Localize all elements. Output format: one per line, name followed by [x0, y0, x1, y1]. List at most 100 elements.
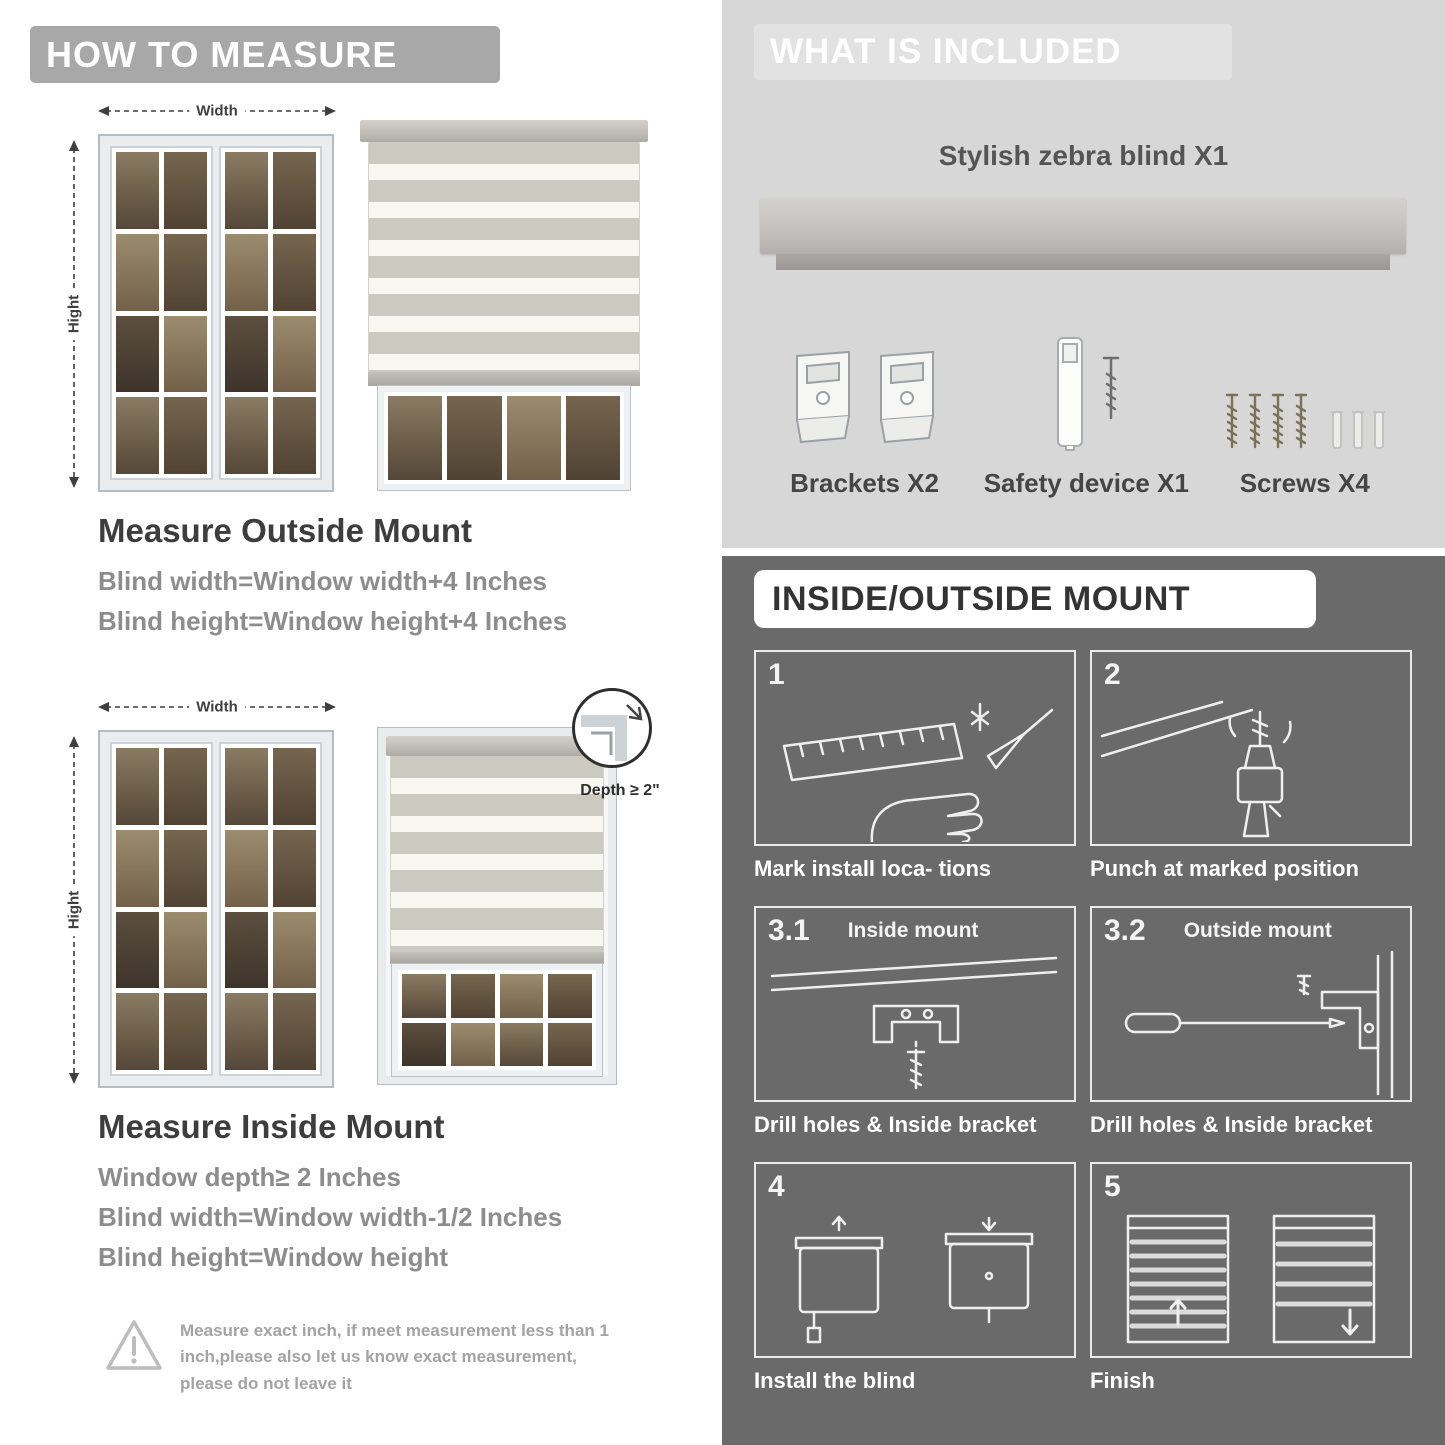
blind-bottomrail	[368, 372, 640, 386]
height-label: Hight	[65, 287, 83, 341]
width-label: Width	[189, 102, 245, 120]
what-is-included-header: WHAT IS INCLUDED	[754, 24, 1232, 80]
screw-icon	[1294, 393, 1307, 449]
install-blind-icon	[794, 1215, 1034, 1344]
window-pane	[225, 397, 268, 474]
window-pane	[273, 993, 316, 1070]
mark-location-icon	[782, 702, 1054, 842]
height-arrow: Hight	[65, 140, 83, 488]
window-pane	[116, 993, 159, 1070]
window-pane	[116, 829, 159, 907]
window-pane	[402, 974, 446, 1018]
step-2: 2	[1090, 650, 1412, 882]
step-panel: 4	[754, 1162, 1076, 1358]
window-pane	[450, 1022, 495, 1066]
bracket-icons	[787, 322, 943, 454]
window-corner-icon	[581, 704, 643, 761]
what-is-included-section: WHAT IS INCLUDED Stylish zebra blind X1	[722, 0, 1445, 548]
blind-bottomrail	[390, 952, 604, 964]
window-pane	[565, 396, 620, 480]
mount-steps-grid: 1 Mark install loca-	[754, 650, 1412, 1394]
inside-bracket-icon	[770, 956, 1058, 1090]
what-is-included-title: WHAT IS INCLUDED	[770, 32, 1122, 71]
window-sash	[388, 396, 620, 480]
window-under-blind	[391, 963, 603, 1077]
step-caption: Drill holes & Inside bracket	[1090, 1112, 1373, 1137]
step-panel: 3.2 Outside mount	[1090, 906, 1412, 1102]
step-caption: Punch at marked position	[1090, 856, 1359, 881]
safety-device-label: Safety device X1	[983, 468, 1189, 498]
inside-height-formula: Blind height=Window height	[98, 1242, 448, 1272]
blind-fabric	[368, 142, 640, 372]
window-sash	[219, 146, 322, 480]
window-pane	[499, 974, 544, 1018]
window-pane	[164, 993, 207, 1070]
how-to-measure-header: HOW TO MEASURE	[30, 26, 500, 83]
window-pane	[273, 152, 316, 229]
step-title: Inside mount	[847, 919, 979, 942]
mount-instructions-section: INSIDE/OUTSIDE MOUNT 1	[722, 556, 1445, 1445]
window-pane	[225, 315, 268, 393]
step-number: 5	[1104, 1170, 1121, 1203]
outside-height-formula: Blind height=Window height+4 Inches	[98, 606, 568, 636]
window-pane	[447, 396, 502, 480]
blind-headrail	[360, 120, 648, 142]
step-number: 3.1	[768, 914, 810, 947]
window-pane	[116, 233, 159, 311]
safety-device-icon	[1057, 337, 1120, 451]
step-5: 5	[1090, 1162, 1412, 1394]
window-pane	[116, 748, 159, 825]
screw-icons	[1224, 322, 1386, 454]
step-number: 2	[1104, 658, 1121, 691]
blind-fabric	[390, 756, 604, 952]
depth-detail-callout	[572, 688, 652, 768]
step-panel: 2	[1090, 650, 1412, 846]
window-pane	[506, 396, 561, 480]
window-pane	[164, 315, 207, 393]
window-pane	[273, 748, 316, 825]
inside-depth-formula: Window depth≥ 2 Inches	[98, 1162, 401, 1192]
step-panel: 5	[1090, 1162, 1412, 1358]
width-arrow: Width	[98, 698, 336, 716]
screw-icon	[1225, 393, 1238, 449]
height-label: Hight	[65, 883, 83, 937]
window-pane	[225, 829, 268, 907]
window-pane	[225, 748, 268, 825]
window-sash	[219, 742, 322, 1076]
wall-anchor-icon	[1351, 411, 1364, 449]
included-item-safety-device: Safety device X1	[977, 322, 1195, 499]
step-number: 3.2	[1104, 914, 1146, 947]
window-sash	[110, 146, 213, 480]
product-name: Stylish zebra blind X1	[938, 140, 1229, 171]
window-pane	[225, 993, 268, 1070]
window-pane	[116, 152, 159, 229]
inside-mount-blind-illustration	[377, 727, 617, 1085]
zebra-blind-headrail-lip	[776, 254, 1390, 270]
window-pane	[164, 829, 207, 907]
outside-mount-title: Measure Outside Mount	[98, 512, 473, 549]
bracket-icon	[879, 350, 934, 444]
window-pane	[388, 396, 443, 480]
depth-note: Depth ≥ 2"	[580, 782, 660, 799]
screw-icon	[1248, 393, 1261, 449]
step-3-2: 3.2 Outside mount	[1090, 906, 1412, 1138]
included-items-row: Brackets X2	[752, 322, 1414, 499]
width-label: Width	[189, 698, 245, 716]
included-item-screws: Screws X4	[1196, 322, 1414, 499]
window-pane	[273, 829, 316, 907]
height-arrow: Hight	[65, 736, 83, 1084]
warning-icon	[106, 1320, 162, 1370]
window-illustration	[98, 730, 334, 1088]
screw-icon	[1271, 393, 1284, 449]
wall-anchor-icon	[1330, 411, 1343, 449]
step-caption: Mark install loca- tions	[754, 856, 992, 881]
measure-warning-text: Measure exact inch, if meet measurement …	[180, 1321, 609, 1393]
window-pane	[273, 315, 316, 393]
window-pane	[225, 233, 268, 311]
finished-blinds-icon	[1126, 1214, 1376, 1344]
window-pane	[164, 748, 207, 825]
step-number: 4	[768, 1170, 785, 1203]
step-panel: 1	[754, 650, 1076, 846]
window-pane	[116, 911, 159, 989]
